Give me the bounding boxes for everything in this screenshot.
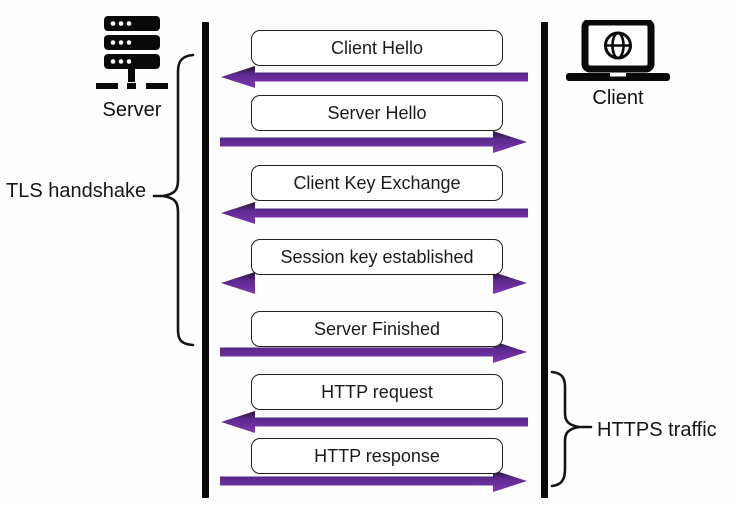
client-lifeline — [541, 22, 548, 498]
message-label: HTTP response — [314, 445, 440, 466]
client-icon — [566, 20, 670, 81]
message-arrow-to-server — [221, 66, 528, 88]
message-label: Session key established — [280, 246, 474, 267]
server-label: Server — [102, 99, 162, 121]
message-arrow-both — [221, 272, 527, 294]
tls-handshake-label: TLS handshake — [6, 180, 147, 202]
message-arrow-to-client — [220, 131, 527, 153]
message-box: Session key established — [251, 239, 503, 275]
client-label: Client — [592, 87, 644, 109]
message-label: Server Hello — [327, 102, 427, 123]
message-label: Server Finished — [313, 318, 441, 339]
message-arrow-to-server — [221, 411, 528, 433]
message-box: HTTP response — [251, 438, 503, 474]
message-arrow-to-server — [221, 202, 528, 224]
server-lifeline — [202, 22, 209, 498]
message-label: Client Hello — [330, 37, 424, 58]
message-box: Client Key Exchange — [251, 165, 503, 201]
message-box: Server Hello — [251, 95, 503, 131]
message-arrow-to-client — [220, 341, 527, 363]
message-box: Client Hello — [251, 30, 503, 66]
message-box: HTTP request — [251, 374, 503, 410]
https-traffic-brace — [550, 370, 593, 488]
message-label: Client Key Exchange — [293, 172, 461, 193]
message-label: HTTP request — [321, 381, 433, 402]
tls-handshake-brace — [152, 53, 195, 347]
message-box: Server Finished — [251, 311, 503, 347]
https-traffic-label: HTTPS traffic — [597, 419, 717, 441]
server-icon — [96, 16, 168, 89]
message-arrow-to-client — [220, 470, 527, 492]
